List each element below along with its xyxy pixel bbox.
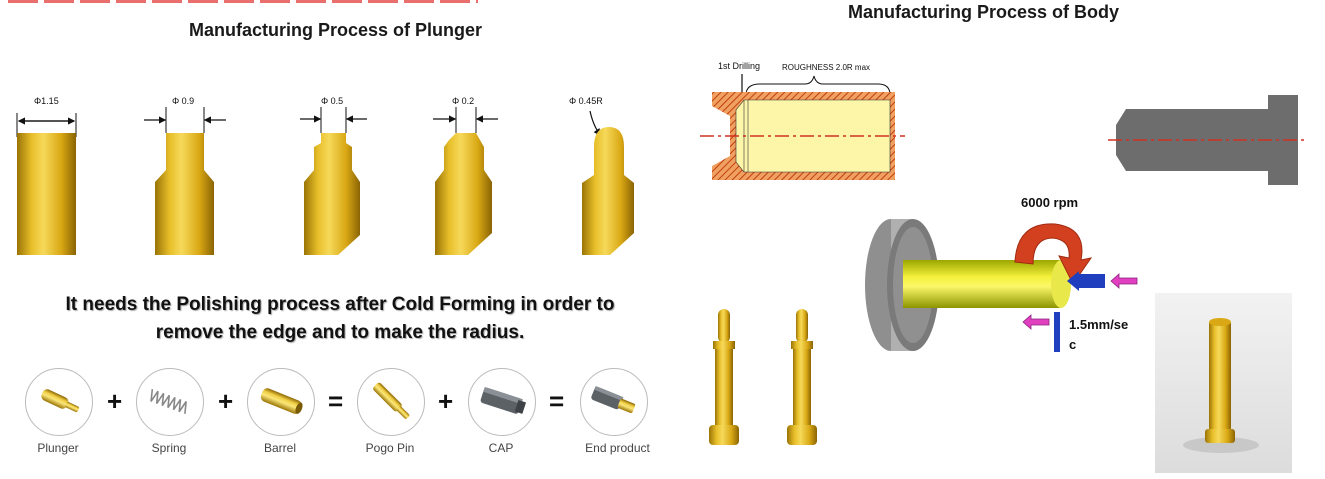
body-drilling-diagram xyxy=(700,74,905,180)
body-title: Manufacturing Process of Body xyxy=(848,2,1120,22)
plunger-part-image xyxy=(25,368,93,436)
operator-5: = xyxy=(549,386,565,416)
rpm-label: 6000 rpm xyxy=(1021,195,1079,210)
end-product-image xyxy=(580,368,648,436)
operator-4: + xyxy=(438,386,454,416)
plunger-stage-3 xyxy=(300,107,367,255)
top-caption-fragment xyxy=(8,0,478,3)
barrel-part-image xyxy=(247,368,315,436)
roughness-label: ROUGHNESS 2.0R max xyxy=(782,63,871,72)
operator-3: = xyxy=(328,386,344,416)
dim-label-2: Φ 0.9 xyxy=(172,96,195,106)
label-spring: Spring xyxy=(151,441,187,455)
label-plunger: Plunger xyxy=(37,441,79,455)
drilling-label: 1st Drilling xyxy=(718,61,761,71)
pogo-pins-photo xyxy=(709,309,817,445)
label-barrel: Barrel xyxy=(263,441,296,455)
polishing-note-line-2: remove the edge and to make the radius. xyxy=(155,322,525,343)
body-blank-gray xyxy=(1108,95,1308,185)
plunger-stage-4 xyxy=(433,107,498,255)
plunger-stage-1 xyxy=(16,113,77,255)
label-cap: CAP xyxy=(488,441,514,455)
label-end-product: End product xyxy=(585,441,650,455)
plunger-title: Manufacturing Process of Plunger xyxy=(189,20,483,40)
dim-label-3: Φ 0.5 xyxy=(321,96,344,106)
operator-2: + xyxy=(218,386,234,416)
label-pogo-pin: Pogo Pin xyxy=(365,441,415,455)
spring-part-image xyxy=(136,368,204,436)
polishing-note: It needs the Polishing process after Col… xyxy=(60,291,620,347)
body-product-photo xyxy=(1155,293,1292,473)
plunger-stage-2 xyxy=(144,107,226,255)
feed-rate-label: 1.5mm/se c xyxy=(1069,315,1128,355)
polishing-note-line-1: It needs the Polishing process after Col… xyxy=(65,294,615,315)
operator-1: + xyxy=(107,386,123,416)
cap-part-image xyxy=(468,368,536,436)
dim-label-4: Φ 0.2 xyxy=(452,96,475,106)
dim-label-1: Φ1.15 xyxy=(34,96,59,106)
feed-rate-line-1: 1.5mm/se xyxy=(1069,317,1129,332)
plunger-stage-5 xyxy=(582,110,634,255)
pogo-pin-part-image xyxy=(357,368,425,436)
lathe-turning-diagram xyxy=(865,219,1138,352)
dim-label-5: Φ 0.45R xyxy=(569,96,603,106)
feed-rate-line-2: c xyxy=(1069,337,1077,352)
pogo-pin-photo-1 xyxy=(709,309,739,445)
pogo-pin-photo-2 xyxy=(787,309,817,445)
plunger-stages-diagram xyxy=(16,107,634,255)
